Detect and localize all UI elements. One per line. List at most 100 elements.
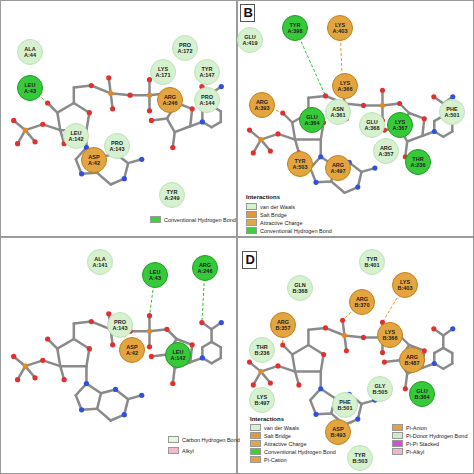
- legend-item: Pi-Alkyl: [392, 448, 424, 455]
- bond-stick: [292, 123, 295, 140]
- heteroatom: [190, 106, 195, 111]
- heteroatom: [321, 352, 326, 357]
- residue-circle: LEU A:142: [63, 123, 89, 149]
- bond-stick: [345, 336, 364, 338]
- residue-name: ALA A:141: [91, 256, 109, 268]
- residue-circle: LYS A:171: [150, 59, 176, 85]
- heteroatom: [344, 348, 349, 353]
- residue-name: ASP A:42: [85, 154, 103, 166]
- bond-stick: [364, 104, 383, 106]
- heteroatom: [355, 417, 360, 422]
- heteroatom: [108, 91, 113, 96]
- bond-stick: [292, 345, 308, 355]
- bond-stick: [451, 353, 453, 363]
- heteroatom: [380, 103, 385, 108]
- bond-stick: [220, 347, 223, 358]
- heteroatom: [432, 361, 437, 366]
- residue-circle: ARG B:487: [399, 347, 425, 373]
- bond-stick: [220, 111, 223, 122]
- bond-stick: [326, 328, 345, 336]
- bond-stick: [190, 109, 192, 126]
- heteroatom: [32, 139, 37, 144]
- bond-stick: [443, 348, 452, 353]
- heteroatom: [147, 344, 152, 349]
- residue-name: TYR B:401: [363, 256, 381, 268]
- heteroatom: [139, 157, 144, 162]
- residue-circle: GLU A:364: [299, 107, 325, 133]
- legend-text: Salt Bridge: [260, 212, 287, 218]
- residue-name: ARG B:357: [274, 319, 292, 331]
- residue-name: LEU A:43: [146, 269, 164, 281]
- bond-stick: [25, 124, 42, 130]
- heteroatom: [450, 326, 455, 331]
- legend-item: Salt Bridge: [246, 211, 287, 218]
- heteroatom: [32, 375, 37, 380]
- legend-swatch: [246, 219, 257, 226]
- residue-name: PRO A:172: [176, 42, 194, 54]
- residue-circle: ARG A:246: [192, 255, 218, 281]
- heteroatom: [200, 355, 205, 360]
- legend-swatch: [392, 424, 403, 431]
- legend-item: Conventional Hydrogen Bond: [250, 448, 336, 455]
- heteroatom: [251, 382, 256, 387]
- legend-heading: Interactions: [246, 194, 280, 200]
- heteroatom: [199, 320, 204, 325]
- bond-stick: [307, 330, 309, 345]
- heteroatom: [87, 110, 92, 115]
- residue-circle: ALA A:141: [87, 249, 113, 275]
- residue-name: THR A:236: [409, 156, 427, 168]
- heteroatom: [200, 119, 205, 124]
- bond-stick: [202, 342, 211, 347]
- residue-circle: ARG B:370: [349, 289, 375, 315]
- legend-item: Attractive Charge: [246, 219, 303, 226]
- residue-circle: GLN B:368: [287, 275, 313, 301]
- bond-stick: [212, 358, 221, 363]
- residue-circle: TYR B:503: [347, 445, 373, 471]
- residue-name: ARG A:246: [161, 94, 179, 106]
- residue-name: TYR A:249: [163, 189, 181, 201]
- interaction-lines: [30, 28, 424, 432]
- legend-swatch: [392, 448, 403, 455]
- residue-circle: PRO A:172: [172, 35, 198, 61]
- bond-stick: [86, 349, 89, 366]
- heteroatom: [275, 131, 280, 136]
- heteroatom: [15, 377, 20, 382]
- bond-stick: [308, 345, 323, 355]
- heteroatom: [323, 93, 328, 98]
- bond-stick: [97, 173, 111, 185]
- residue-name: GLU A:419: [241, 34, 259, 46]
- heteroatom: [149, 354, 154, 359]
- bond-stick: [442, 336, 444, 348]
- residue-circle: LYS A:367: [387, 112, 413, 138]
- heteroatom: [247, 360, 252, 365]
- residue-circle: ASP B:493: [325, 419, 351, 445]
- heteroatom: [361, 103, 366, 108]
- heteroatom: [40, 122, 45, 127]
- heteroatom: [147, 329, 152, 334]
- bond-stick: [210, 329, 213, 342]
- heteroatom: [361, 335, 366, 340]
- residue-circle: PHE B:501: [332, 392, 358, 418]
- bond-stick: [74, 86, 91, 88]
- heteroatom: [62, 377, 67, 382]
- heteroatom: [318, 386, 323, 391]
- residue-name: ASN A:361: [329, 106, 347, 118]
- heteroatom: [113, 387, 118, 392]
- bond-stick: [73, 323, 76, 339]
- residue-name: ARG A:246: [196, 262, 214, 274]
- residue-circle: ASN A:361: [325, 99, 351, 125]
- legend-swatch: [392, 432, 403, 439]
- residue-circle: ASP A:42: [119, 337, 145, 363]
- bond-stick: [278, 366, 295, 372]
- heteroatom: [170, 145, 175, 150]
- bond-stick: [57, 103, 73, 113]
- residue-circle: ARG A:246: [157, 87, 183, 113]
- bond-stick: [25, 360, 42, 366]
- heteroatom: [275, 363, 280, 368]
- heteroatom: [403, 386, 408, 391]
- residue-name: TYR A:398: [286, 22, 304, 34]
- legend-item: Alkyl: [168, 447, 194, 454]
- ligand-structures: [11, 75, 455, 425]
- panel-frame: [238, 1, 474, 237]
- legend-text: Attractive Charge: [260, 220, 303, 226]
